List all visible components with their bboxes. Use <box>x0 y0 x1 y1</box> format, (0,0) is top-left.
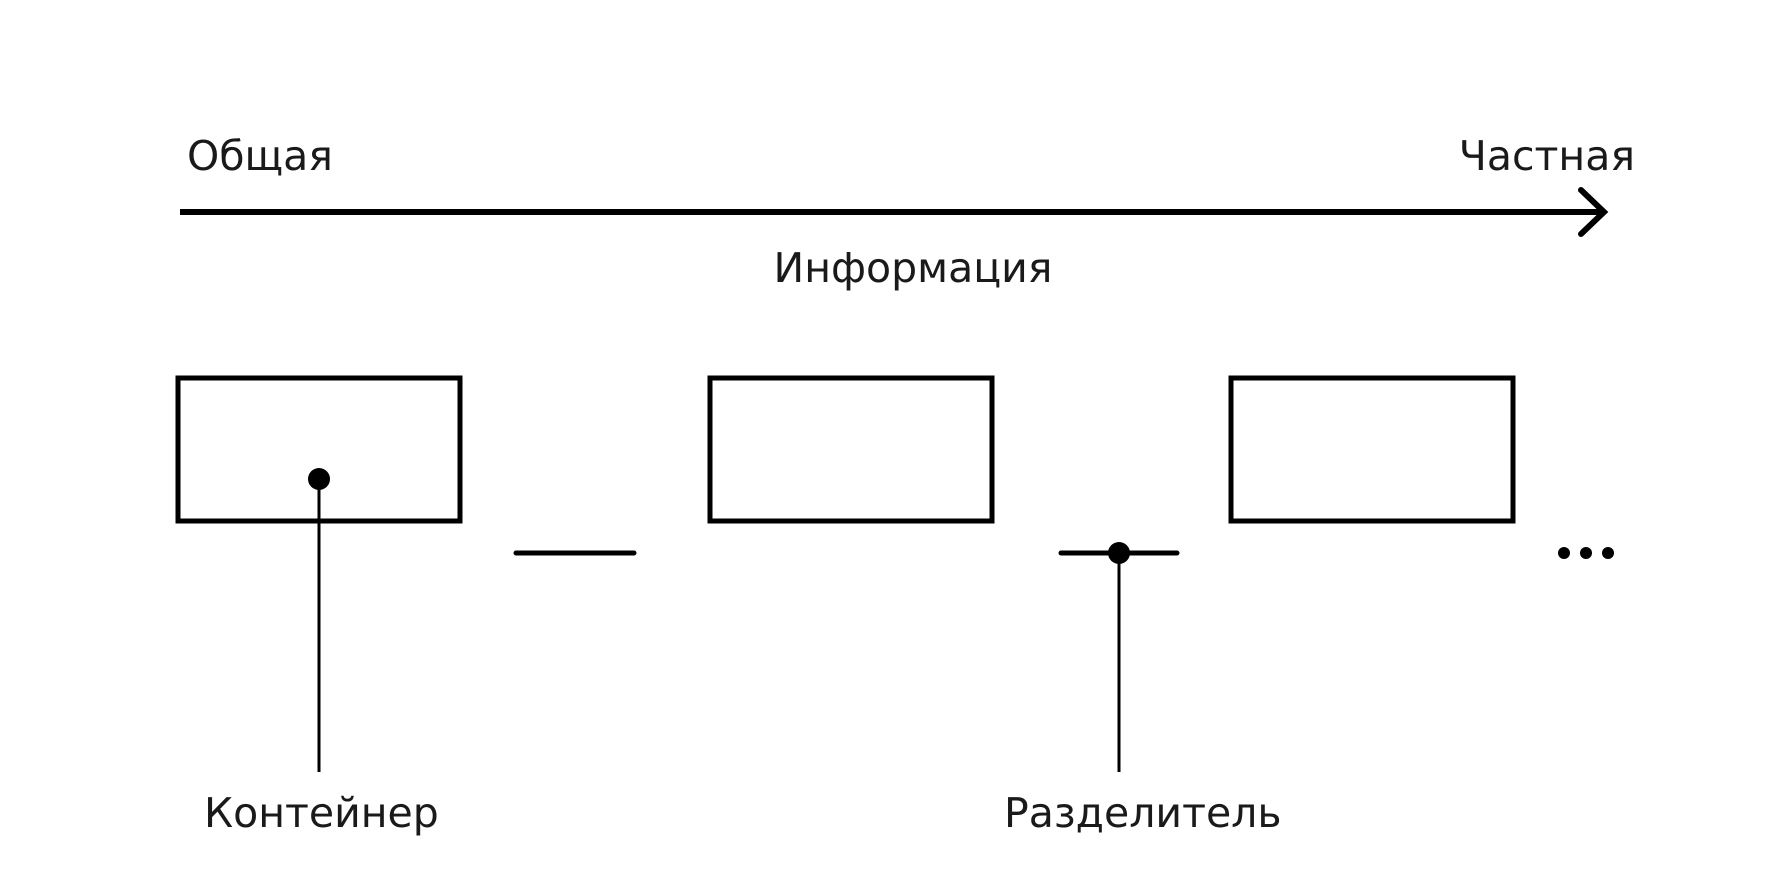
separator-callout <box>1108 542 1130 772</box>
axis-start-label: Общая <box>187 132 333 180</box>
information-arrow <box>180 187 1609 237</box>
container-box-3 <box>1228 375 1516 524</box>
ellipsis-dot-3 <box>1602 547 1614 559</box>
separator-label: Разделитель <box>1004 789 1282 837</box>
container-callout <box>308 468 330 772</box>
ellipsis-dot-1 <box>1558 547 1570 559</box>
axis-caption: Информация <box>774 244 1053 292</box>
ellipsis-dot-2 <box>1580 547 1592 559</box>
arrow-head <box>1578 187 1609 237</box>
continuation-ellipsis-icon <box>1558 547 1614 559</box>
axis-end-label: Частная <box>1459 132 1635 180</box>
container-label: Контейнер <box>204 789 439 837</box>
container-box-2 <box>707 375 995 524</box>
